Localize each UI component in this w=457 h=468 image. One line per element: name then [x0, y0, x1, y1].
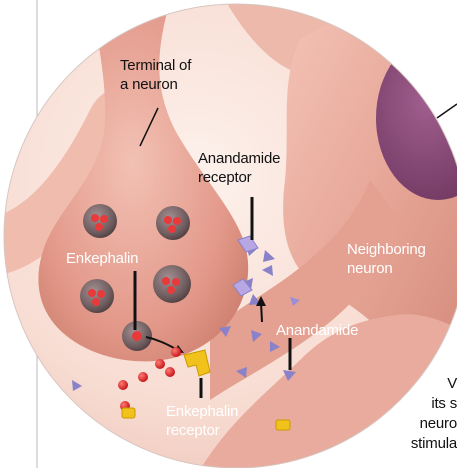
- label-anandamide-receptor-line2: receptor: [198, 168, 280, 187]
- label-anandamide-receptor: Anandamide receptor: [198, 149, 280, 187]
- cropped-line-3: neuro: [380, 414, 457, 434]
- label-anandamide-receptor-line1: Anandamide: [198, 149, 280, 168]
- label-enkephalin-receptor-line1: Enkephalin: [166, 402, 238, 421]
- label-anandamide: Anandamide: [276, 321, 358, 340]
- label-neighboring-line1: Neighboring: [347, 240, 426, 259]
- label-terminal: Terminal of a neuron: [120, 56, 191, 94]
- label-terminal-line1: Terminal of: [120, 56, 191, 75]
- label-neighboring-line2: neuron: [347, 259, 426, 278]
- cropped-line-2: its s: [380, 394, 457, 414]
- label-enkephalin: Enkephalin: [66, 249, 138, 268]
- cropped-line-4: stimula: [380, 434, 457, 454]
- cropped-caption-text: V its s neuro stimula: [380, 374, 457, 454]
- label-enkephalin-text: Enkephalin: [66, 249, 138, 268]
- label-terminal-line2: a neuron: [120, 75, 191, 94]
- label-anandamide-text: Anandamide: [276, 321, 358, 340]
- label-enkephalin-receptor-line2: receptor: [166, 421, 238, 440]
- label-enkephalin-receptor: Enkephalin receptor: [166, 402, 238, 440]
- cropped-line-1: V: [380, 374, 457, 394]
- label-neighboring-neuron: Neighboring neuron: [347, 240, 426, 278]
